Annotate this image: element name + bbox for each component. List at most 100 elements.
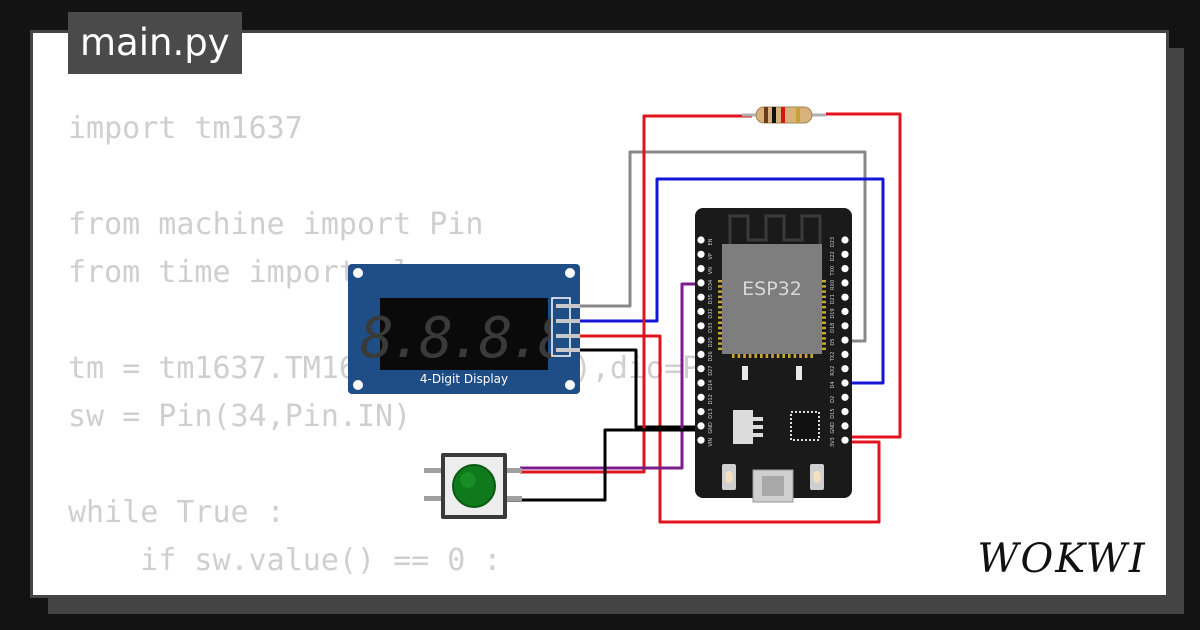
pin-label: D2 xyxy=(830,396,836,403)
wire-purple-signal[interactable] xyxy=(520,282,706,470)
module-pad xyxy=(822,321,826,324)
header-pin[interactable] xyxy=(697,379,705,387)
header-pin[interactable] xyxy=(697,307,705,316)
file-tab[interactable]: main.py xyxy=(68,12,242,74)
module-pad xyxy=(718,300,722,304)
code-line: tm.number(0307) xyxy=(68,585,809,595)
header-pin[interactable] xyxy=(697,393,705,401)
pin-label: RX0 xyxy=(830,280,836,290)
module-pad xyxy=(765,354,769,358)
antenna-trace xyxy=(728,214,822,246)
module-pad xyxy=(718,290,722,293)
module-pad xyxy=(718,295,722,298)
header-pin[interactable] xyxy=(841,293,849,301)
mount-hole xyxy=(353,268,363,278)
header-pin[interactable] xyxy=(841,279,849,287)
header-pin[interactable] xyxy=(697,322,705,330)
header-pin[interactable] xyxy=(841,336,849,344)
header-pin[interactable] xyxy=(697,265,705,273)
mount-hole xyxy=(565,380,575,390)
esp32-board[interactable]: ESP32 ENVPVND34D35D32D33D25D26D27D14D12D… xyxy=(695,208,852,503)
module-pad xyxy=(822,306,826,309)
header-pin[interactable] xyxy=(697,350,705,358)
module-pad xyxy=(822,347,826,350)
pin-label: VN xyxy=(708,267,714,274)
push-button[interactable] xyxy=(424,453,522,519)
display-digits: 8.8.8.8 xyxy=(360,306,569,371)
module-pad xyxy=(810,354,813,358)
header-pin[interactable] xyxy=(697,436,705,444)
module-pad xyxy=(718,285,722,288)
pin-label: RX2 xyxy=(830,366,836,376)
pin-label: D22 xyxy=(830,251,836,261)
module-pad xyxy=(804,354,808,358)
code-line: if sw.value() == 0 : xyxy=(68,543,502,578)
header-pin[interactable] xyxy=(841,307,849,316)
header-pin[interactable] xyxy=(697,250,705,258)
code-line: while True : xyxy=(68,495,285,530)
pin-label: D18 xyxy=(830,323,836,333)
pin-label: D15 xyxy=(830,408,836,418)
pin-label: D27 xyxy=(708,366,714,376)
pin-label: VIN xyxy=(708,438,714,447)
header-pin[interactable] xyxy=(697,279,705,287)
module-pad xyxy=(748,354,752,358)
module-pad xyxy=(737,354,741,358)
header-pin[interactable] xyxy=(841,379,849,387)
pin-label: D25 xyxy=(708,337,714,347)
wires xyxy=(505,112,902,524)
module-pad xyxy=(718,311,722,314)
module-pad xyxy=(718,337,722,340)
header-pin[interactable] xyxy=(841,436,849,444)
wire-red-resistor[interactable] xyxy=(826,112,902,439)
pin-label: D33 xyxy=(708,323,714,333)
module-pad xyxy=(822,300,826,304)
header-pin[interactable] xyxy=(841,265,849,273)
header-pin[interactable] xyxy=(841,408,849,416)
pin-label: D23 xyxy=(830,237,836,247)
wire-red-button[interactable] xyxy=(520,114,752,474)
header-pin[interactable] xyxy=(841,393,849,401)
code-line: from machine import Pin xyxy=(68,207,484,242)
display-header-pins xyxy=(556,304,580,352)
module-pad xyxy=(771,354,774,358)
header-pin[interactable] xyxy=(697,408,705,416)
pin-label: TX2 xyxy=(830,352,836,363)
pin-label: GND xyxy=(830,422,836,434)
module-pad xyxy=(718,280,722,283)
wokwi-logo-text: WOKWI xyxy=(977,536,1146,582)
pin-label: EN xyxy=(708,238,714,245)
header-pin[interactable] xyxy=(841,422,849,430)
module-pad xyxy=(822,290,826,293)
pin-label: 3V3 xyxy=(830,437,836,447)
esp32-module xyxy=(722,244,822,354)
module-pad xyxy=(718,306,722,309)
header-pin[interactable] xyxy=(697,336,705,344)
module-pad xyxy=(743,354,746,358)
header-pin[interactable] xyxy=(697,365,705,373)
resistor[interactable] xyxy=(742,106,826,124)
header-pin[interactable] xyxy=(697,293,705,301)
display-label: 4-Digit Display xyxy=(420,372,508,386)
pin-label: D35 xyxy=(708,294,714,304)
usb-uart-chip xyxy=(790,411,820,441)
wire-red-vcc[interactable] xyxy=(578,334,881,524)
header-pin[interactable] xyxy=(841,250,849,258)
header-pin[interactable] xyxy=(841,236,849,244)
voltage-regulator xyxy=(733,410,753,444)
button-cap[interactable] xyxy=(452,464,496,508)
module-pads xyxy=(718,280,722,350)
wire-black-gnd-button[interactable] xyxy=(505,428,706,502)
header-pin[interactable] xyxy=(841,350,849,358)
wire-black-gnd-display[interactable] xyxy=(578,348,706,429)
wire-gray-clk[interactable] xyxy=(578,150,867,343)
display-module[interactable]: 8.8.8.8 4-Digit Display xyxy=(348,264,580,394)
pin-label: D13 xyxy=(708,408,714,418)
header-pin[interactable] xyxy=(697,236,705,244)
header-pin[interactable] xyxy=(841,322,849,330)
header-pin[interactable] xyxy=(841,365,849,373)
code-line: sw = Pin(34,Pin.IN) xyxy=(68,399,412,434)
module-pad xyxy=(822,342,826,345)
header-pin[interactable] xyxy=(697,422,705,430)
module-pad xyxy=(732,354,735,358)
